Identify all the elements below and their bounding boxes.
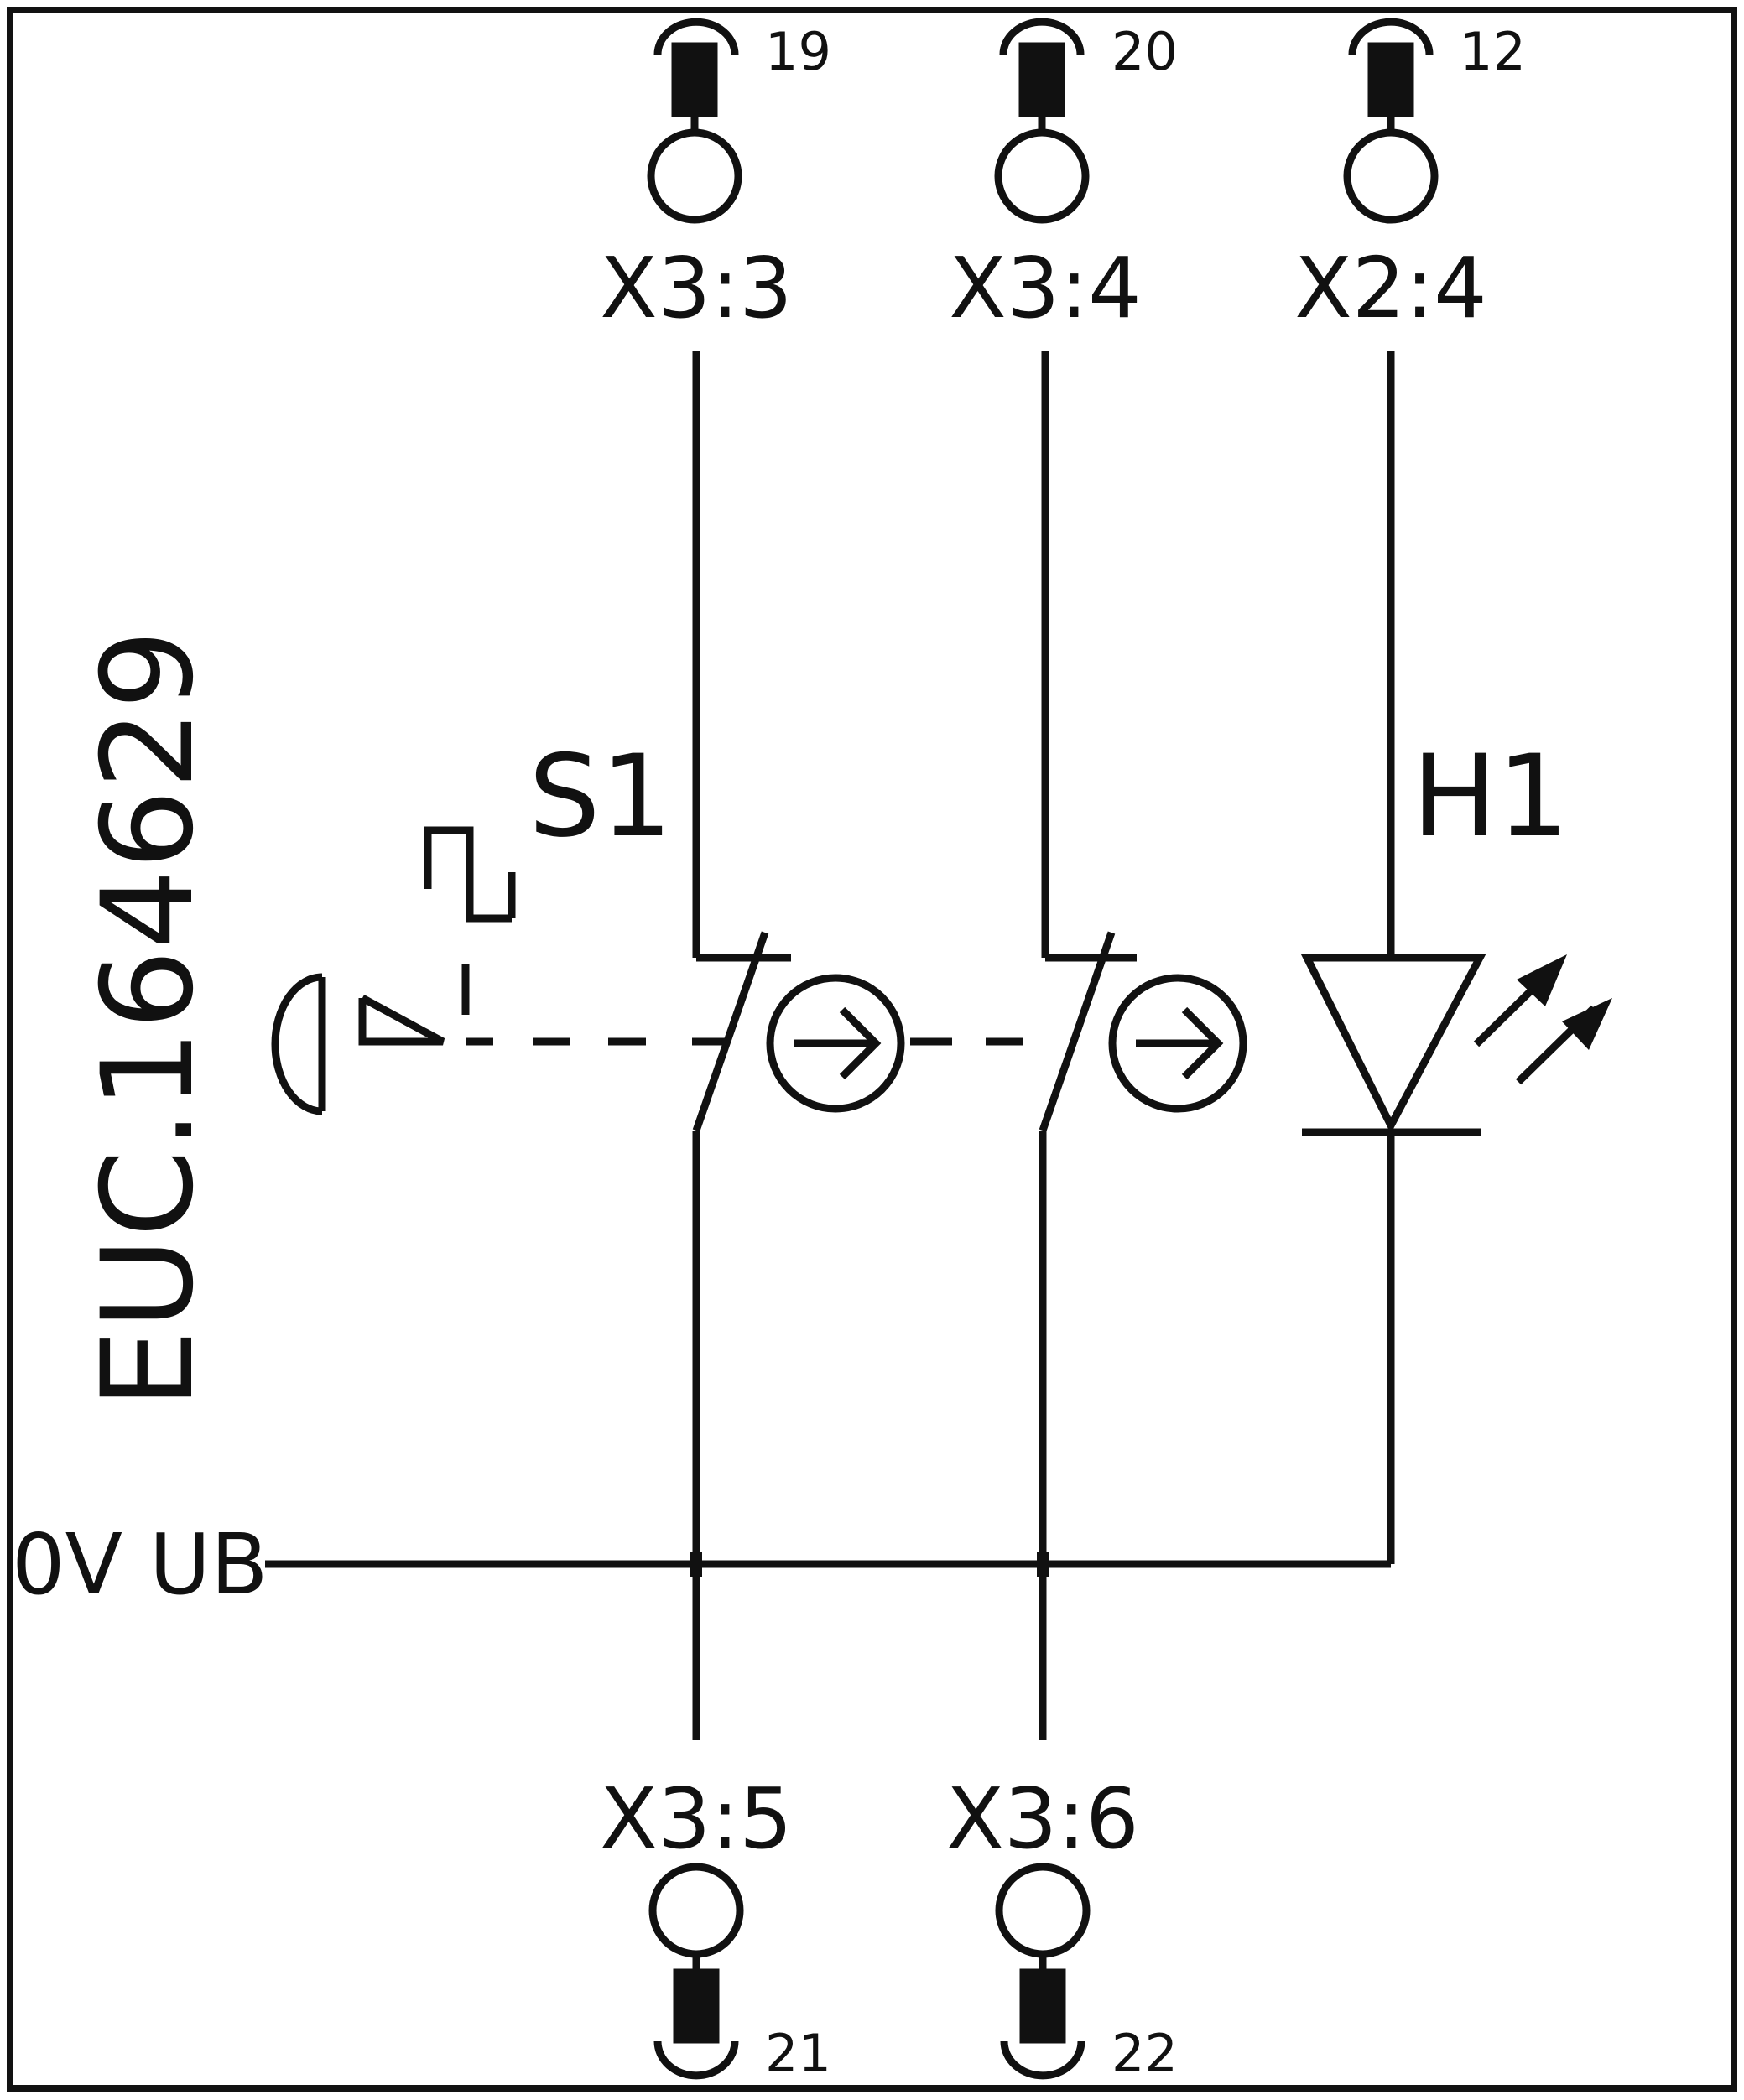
positive-opening-symbol-2 (1108, 974, 1247, 1113)
top-pin-12: 12 (1460, 21, 1526, 82)
diagram-frame (7, 7, 1737, 2092)
top-connector-12 (1343, 18, 1439, 224)
top-pin-20: 20 (1111, 21, 1178, 82)
top-terminal-x2-4: X2:4 (1294, 239, 1486, 337)
device-code-label: EUC.164629 (75, 629, 221, 1409)
bottom-connector-22 (995, 1863, 1091, 2080)
junction-marks (690, 1552, 1049, 1577)
lamp-ref-label: H1 (1412, 730, 1569, 862)
bottom-pin-21: 21 (765, 2023, 831, 2084)
wire-led (265, 351, 1395, 1568)
led-light-arrows (1517, 954, 1612, 1050)
top-pin-19: 19 (765, 21, 831, 82)
supply-label: 0V UB (12, 1515, 268, 1614)
bottom-pin-22: 22 (1111, 2023, 1178, 2084)
emergency-stop-actuator (271, 826, 516, 1115)
top-connector-19 (647, 18, 742, 224)
positive-opening-symbol-1 (766, 974, 905, 1113)
bottom-terminal-x3-6: X3:6 (946, 1770, 1138, 1868)
bottom-connector-21 (648, 1863, 744, 2080)
top-terminal-x3-3: X3:3 (600, 239, 792, 337)
bottom-terminal-x3-5: X3:5 (600, 1770, 792, 1868)
wire-contact-1 (692, 351, 791, 1740)
switch-ref-label: S1 (528, 730, 673, 862)
top-connector-20 (994, 18, 1090, 224)
wire-contact-2 (1039, 351, 1137, 1740)
top-terminal-x3-4: X3:4 (949, 239, 1141, 337)
